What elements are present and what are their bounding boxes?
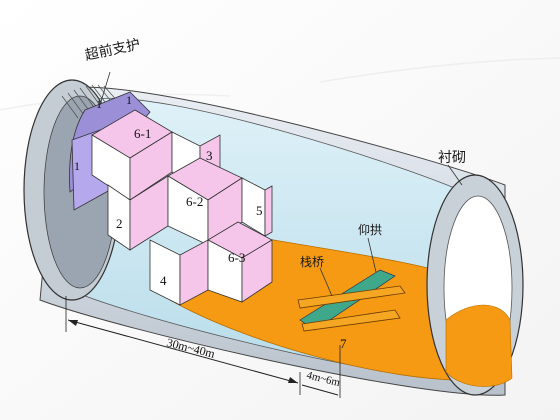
block-5 [241,177,273,237]
step-number: 4 [160,273,167,288]
block-6-3 [207,221,273,303]
block-2 [107,175,169,251]
leader-advance-support [99,71,111,106]
block-6-2 [167,157,243,246]
step-number: 7 [340,336,347,351]
lining-floor [445,304,513,387]
step-number: 1 [74,159,80,173]
decor-line [319,57,560,83]
label-invert: 仰拱 [358,222,382,237]
step-number: 1 [96,97,102,111]
block-label-6-1: 6-1 [134,126,151,141]
leader-invert [367,237,377,273]
dimension-long [65,296,301,395]
block-label-6-3: 6-3 [228,250,245,265]
step-number: 2 [116,216,123,231]
label-lining: 衬砌 [438,150,466,166]
block-4 [149,239,209,306]
step-number: 3 [206,148,213,163]
block-label-6-2: 6-2 [186,194,203,209]
step-number: 1 [126,93,132,107]
trestle [297,285,406,332]
dimension-short [301,345,341,398]
block-6-1 [91,109,173,201]
leader-lining [447,164,463,186]
step-number: 5 [256,203,263,218]
leader-trestle [319,267,333,297]
label-trestle: 栈桥 [300,254,324,269]
